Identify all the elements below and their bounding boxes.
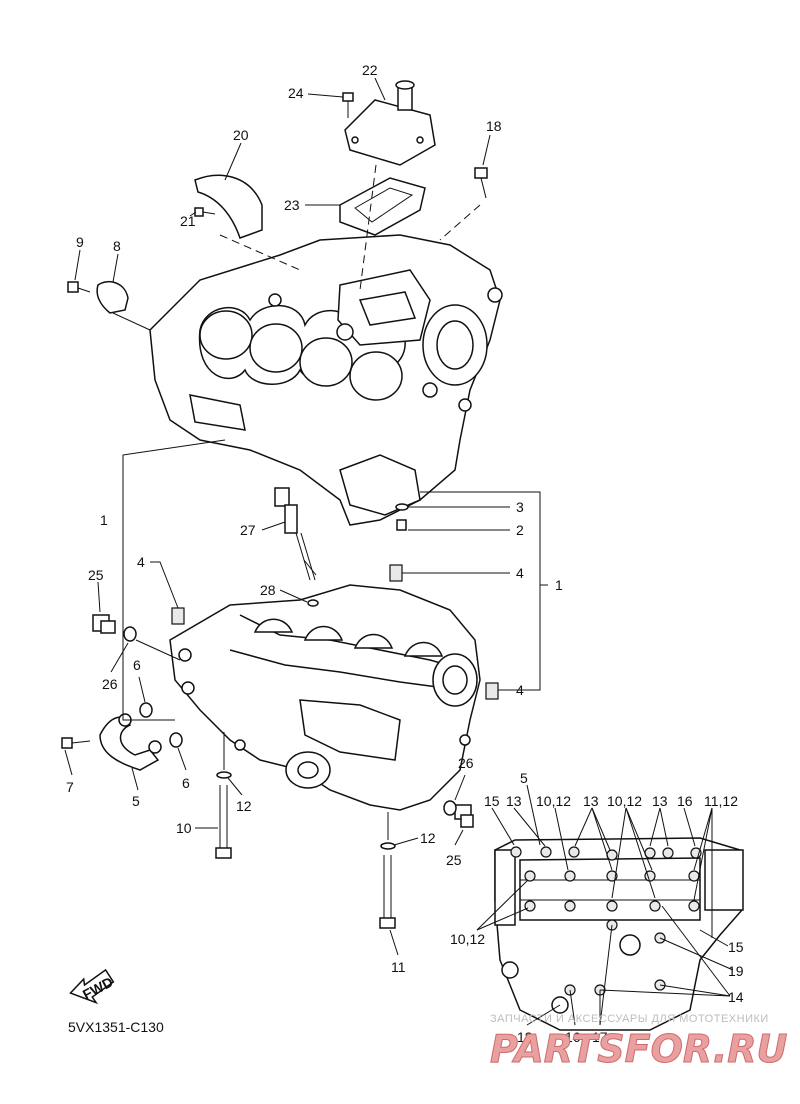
inset-callout-13-a: 13 — [506, 793, 522, 809]
o-ring-3 — [395, 503, 409, 511]
callout-1-right: 1 — [555, 577, 563, 593]
callout-8: 8 — [113, 238, 121, 254]
dowel-pin — [485, 682, 499, 700]
o-ring-28 — [307, 599, 319, 607]
washer-12b — [380, 842, 396, 850]
plug-25-left — [92, 614, 116, 634]
bolt-11 — [379, 855, 396, 929]
callout-2: 2 — [516, 522, 524, 538]
dowel-pin — [171, 607, 185, 625]
bolt-21 — [194, 207, 216, 217]
pin-2 — [396, 519, 407, 531]
callout-6-left: 6 — [133, 657, 141, 673]
callout-labels: 22 24 18 20 23 21 9 8 1 3 2 27 4 4 1 25 … — [66, 62, 563, 975]
callout-24: 24 — [288, 85, 304, 101]
callout-7: 7 — [66, 779, 74, 795]
inset-callout-10-12-a: 10,12 — [536, 793, 571, 809]
inset-callout-10-12-c: 10,12 — [450, 931, 485, 947]
inset-callout-labels: 5 15 13 10,12 13 10,12 13 16 11,12 10,12… — [450, 770, 744, 1045]
callout-26-right: 26 — [458, 755, 474, 771]
callout-4-lower: 4 — [516, 682, 524, 698]
watermark: ЗАПЧАСТИ И АКСЕССУАРЫ ДЛЯ МОТОТЕХНИКИ PA… — [490, 1013, 789, 1072]
inset-callout-15-top: 15 — [484, 793, 500, 809]
callout-12-right: 12 — [420, 830, 436, 846]
washer-12a — [216, 771, 232, 779]
watermark-logo: PARTSFOR.RU — [490, 1027, 788, 1071]
callout-25-left: 25 — [88, 567, 104, 583]
cover-plate-8 — [96, 281, 129, 314]
inset-assembled-view — [476, 784, 744, 1031]
bolt-18 — [474, 167, 488, 199]
callout-21: 21 — [180, 213, 196, 229]
callout-4-left: 4 — [137, 554, 145, 570]
callout-18: 18 — [486, 118, 502, 134]
washer-26-right — [443, 800, 457, 816]
callout-10: 10 — [176, 820, 192, 836]
callout-5-left: 5 — [132, 793, 140, 809]
bolt-9 — [67, 281, 91, 293]
inset-callout-15-bottom: 15 — [728, 939, 744, 955]
callout-28: 28 — [260, 582, 276, 598]
o-ring-6a — [139, 702, 153, 718]
inset-callout-10-12-b: 10,12 — [607, 793, 642, 809]
callout-11: 11 — [391, 959, 406, 975]
callout-25-right: 25 — [446, 852, 462, 868]
lower-crankcase — [169, 584, 481, 811]
inset-callout-13-c: 13 — [652, 793, 668, 809]
callout-23: 23 — [284, 197, 300, 213]
callout-3: 3 — [516, 499, 524, 515]
inset-callout-19: 19 — [728, 963, 744, 979]
o-ring-6b — [169, 732, 183, 748]
inset-callout-13-b: 13 — [583, 793, 599, 809]
callout-12-left: 12 — [236, 798, 252, 814]
inset-callout-16-top: 16 — [677, 793, 693, 809]
inset-callout-5: 5 — [520, 770, 528, 786]
inset-callout-18: 18 — [517, 1029, 533, 1045]
fwd-arrow-icon: FWD — [69, 968, 116, 1005]
callout-6-right: 6 — [182, 775, 190, 791]
callout-1-left: 1 — [100, 512, 108, 528]
washer-26-left — [123, 626, 137, 642]
callout-22: 22 — [362, 62, 378, 78]
dowel-pin — [389, 564, 403, 582]
inset-callout-11-12: 11,12 — [704, 793, 738, 809]
inset-callout-17: 17 — [592, 1029, 608, 1045]
leader-lines — [64, 77, 548, 956]
callout-20: 20 — [233, 127, 249, 143]
breather-cover — [344, 80, 436, 166]
dipstick-27 — [274, 487, 317, 581]
bolt-24 — [342, 92, 354, 118]
bolt-7 — [61, 737, 91, 749]
callout-27: 27 — [240, 522, 256, 538]
bolt-10 — [215, 785, 232, 859]
callout-26-left: 26 — [102, 676, 118, 692]
side-cover-20 — [194, 174, 263, 239]
inset-callout-14: 14 — [728, 989, 744, 1005]
upper-crankcase — [149, 234, 503, 526]
catalog-code: 5VX1351-C130 — [68, 1019, 164, 1035]
callout-9: 9 — [76, 234, 84, 250]
plug-25-right — [454, 804, 474, 828]
inset-callout-16-bottom: 16 — [565, 1029, 581, 1045]
callout-4-right: 4 — [516, 565, 524, 581]
breather-gasket — [339, 177, 426, 236]
watermark-tagline: ЗАПЧАСТИ И АКСЕССУАРЫ ДЛЯ МОТОТЕХНИКИ — [490, 1013, 769, 1025]
